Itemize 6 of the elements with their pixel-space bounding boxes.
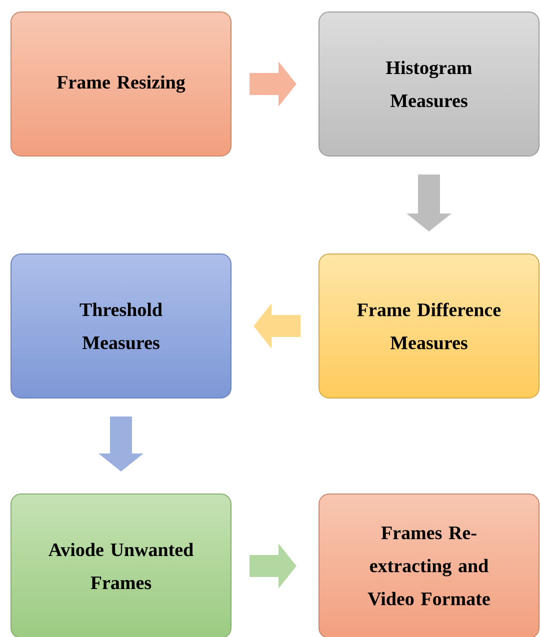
process-box: Frame Resizing <box>10 12 232 156</box>
process-box: Frames Re- extracting and Video Formate <box>318 494 540 637</box>
process-box: Threshold Measures <box>10 254 232 398</box>
process-box: Frame Difference Measures <box>318 254 540 398</box>
process-box: Histogram Measures <box>318 12 540 156</box>
process-box: Aviode Unwanted Frames <box>10 494 232 637</box>
